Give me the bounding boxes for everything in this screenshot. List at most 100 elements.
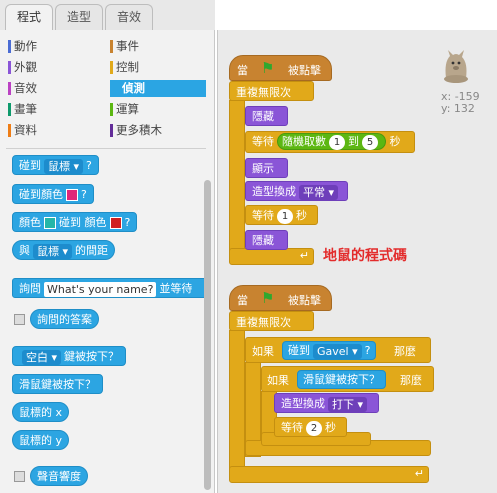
block-text: 隱藏	[252, 110, 274, 123]
block-text: 等待	[252, 135, 274, 148]
touching-dropdown[interactable]: 鼠標	[44, 158, 84, 174]
category-color-bar	[110, 40, 113, 53]
distance-dropdown[interactable]: 鼠標	[33, 243, 73, 259]
block-text: 那麼	[400, 374, 422, 387]
key-dropdown[interactable]: 空白	[22, 349, 62, 365]
block-text: 等待	[252, 209, 274, 222]
category-events[interactable]: 事件	[110, 38, 205, 55]
block-text: 顯示	[252, 162, 274, 175]
costume-dropdown[interactable]: 打下	[328, 396, 368, 412]
script1-show[interactable]: 顯示	[245, 158, 288, 178]
category-operators[interactable]: 運算	[110, 101, 205, 118]
color-swatch[interactable]	[44, 217, 56, 229]
block-text: 鍵被按下？	[64, 350, 120, 363]
category-sensing[interactable]: 偵測	[110, 80, 206, 97]
script2-forever-arm	[229, 330, 245, 470]
category-label: 畫筆	[14, 102, 37, 116]
block-text: 造型換成	[252, 185, 296, 198]
block-touching-color[interactable]: 碰到顏色?	[12, 184, 94, 204]
block-mouse-x[interactable]: 鼠標的 x	[12, 402, 70, 422]
block-text: 滑鼠鍵被按下？	[19, 378, 96, 391]
script1-hide-2[interactable]: 隱藏	[245, 230, 288, 250]
block-text: ?	[124, 216, 131, 229]
block-text: 秒	[325, 421, 336, 434]
category-color-bar	[110, 61, 113, 74]
block-text: 碰到顏色	[19, 188, 63, 201]
block-text: 碰到	[19, 159, 41, 172]
block-text: 被點擊	[288, 294, 321, 307]
category-color-bar	[8, 103, 11, 116]
block-text: 秒	[389, 135, 401, 148]
block-text: 等待	[281, 421, 303, 434]
block-loudness[interactable]: 聲音響度	[30, 466, 88, 486]
block-text: 被點擊	[288, 64, 321, 77]
block-mouse-down[interactable]: 滑鼠鍵被按下？	[12, 374, 103, 394]
color-swatch[interactable]	[109, 217, 122, 229]
answer-checkbox[interactable]	[14, 314, 25, 325]
script2-when-flag-clicked[interactable]: 當 ⚑ 被點擊	[229, 285, 332, 311]
category-label: 資料	[14, 123, 37, 137]
block-key-pressed[interactable]: 空白鍵被按下？	[12, 346, 127, 366]
touching-target-dropdown[interactable]: Gavel	[313, 343, 362, 359]
wait-seconds-input[interactable]: 2	[306, 420, 322, 436]
ask-input[interactable]: What's your name?	[44, 281, 157, 297]
block-mouse-y[interactable]: 鼠標的 y	[12, 430, 70, 450]
category-color-bar	[110, 124, 113, 137]
script1-switch-costume[interactable]: 造型換成平常	[245, 181, 348, 201]
block-text: 當	[237, 64, 248, 77]
loop-arrow-icon: ↵	[414, 467, 424, 480]
category-data[interactable]: 資料	[8, 122, 103, 139]
script1-hide[interactable]: 隱藏	[245, 106, 288, 126]
category-label: 更多積木	[116, 123, 162, 137]
script1-forever[interactable]: 重複無限次	[229, 81, 314, 101]
script2-if-mouse-down[interactable]: 如果 滑鼠鍵被按下？ 那麼	[261, 366, 434, 392]
tab-sounds[interactable]: 音效	[105, 4, 153, 30]
category-motion[interactable]: 動作	[8, 38, 103, 55]
palette-scrollbar[interactable]	[204, 180, 211, 490]
block-text: 隨機取數	[282, 135, 326, 148]
script2-forever[interactable]: 重複無限次	[229, 311, 314, 331]
block-distance-to[interactable]: 與鼠標的間距	[12, 240, 116, 260]
tab-scripts[interactable]: 程式	[5, 4, 53, 31]
loop-arrow-icon: ↵	[299, 249, 309, 262]
block-text: 隱藏	[252, 234, 274, 247]
costume-dropdown[interactable]: 平常	[299, 184, 339, 200]
block-text: 與	[19, 244, 30, 257]
category-color-bar	[110, 103, 113, 116]
category-pen[interactable]: 畫筆	[8, 101, 103, 118]
script1-when-flag-clicked[interactable]: 當 ⚑ 被點擊	[229, 55, 332, 81]
block-text: 詢問	[19, 282, 41, 295]
block-text: 如果	[252, 345, 274, 358]
random-to-input[interactable]: 5	[362, 134, 378, 150]
block-text: ?	[364, 344, 371, 357]
category-label: 偵測	[122, 81, 145, 95]
random-from-input[interactable]: 1	[329, 134, 345, 150]
block-text: 到	[348, 135, 359, 148]
loudness-checkbox[interactable]	[14, 471, 25, 482]
category-control[interactable]: 控制	[110, 59, 205, 76]
block-text: 聲音響度	[37, 470, 81, 483]
category-more-blocks[interactable]: 更多積木	[110, 122, 205, 139]
block-text: 秒	[296, 209, 307, 222]
block-text: ?	[86, 159, 92, 172]
block-text: 碰到	[288, 344, 310, 357]
category-sound[interactable]: 音效	[8, 80, 103, 97]
script2-switch-costume[interactable]: 造型換成打下	[274, 393, 379, 413]
block-answer[interactable]: 詢問的答案	[30, 309, 99, 329]
wait-seconds-input[interactable]: 1	[277, 208, 293, 224]
block-color-touching-color[interactable]: 顏色碰到 顏色?	[12, 212, 138, 232]
mouse-down-condition[interactable]: 滑鼠鍵被按下？	[297, 370, 386, 389]
sprite-thumbnail[interactable]	[440, 48, 472, 84]
tab-costumes[interactable]: 造型	[55, 4, 103, 30]
color-swatch[interactable]	[66, 189, 78, 201]
category-looks[interactable]: 外觀	[8, 59, 103, 76]
